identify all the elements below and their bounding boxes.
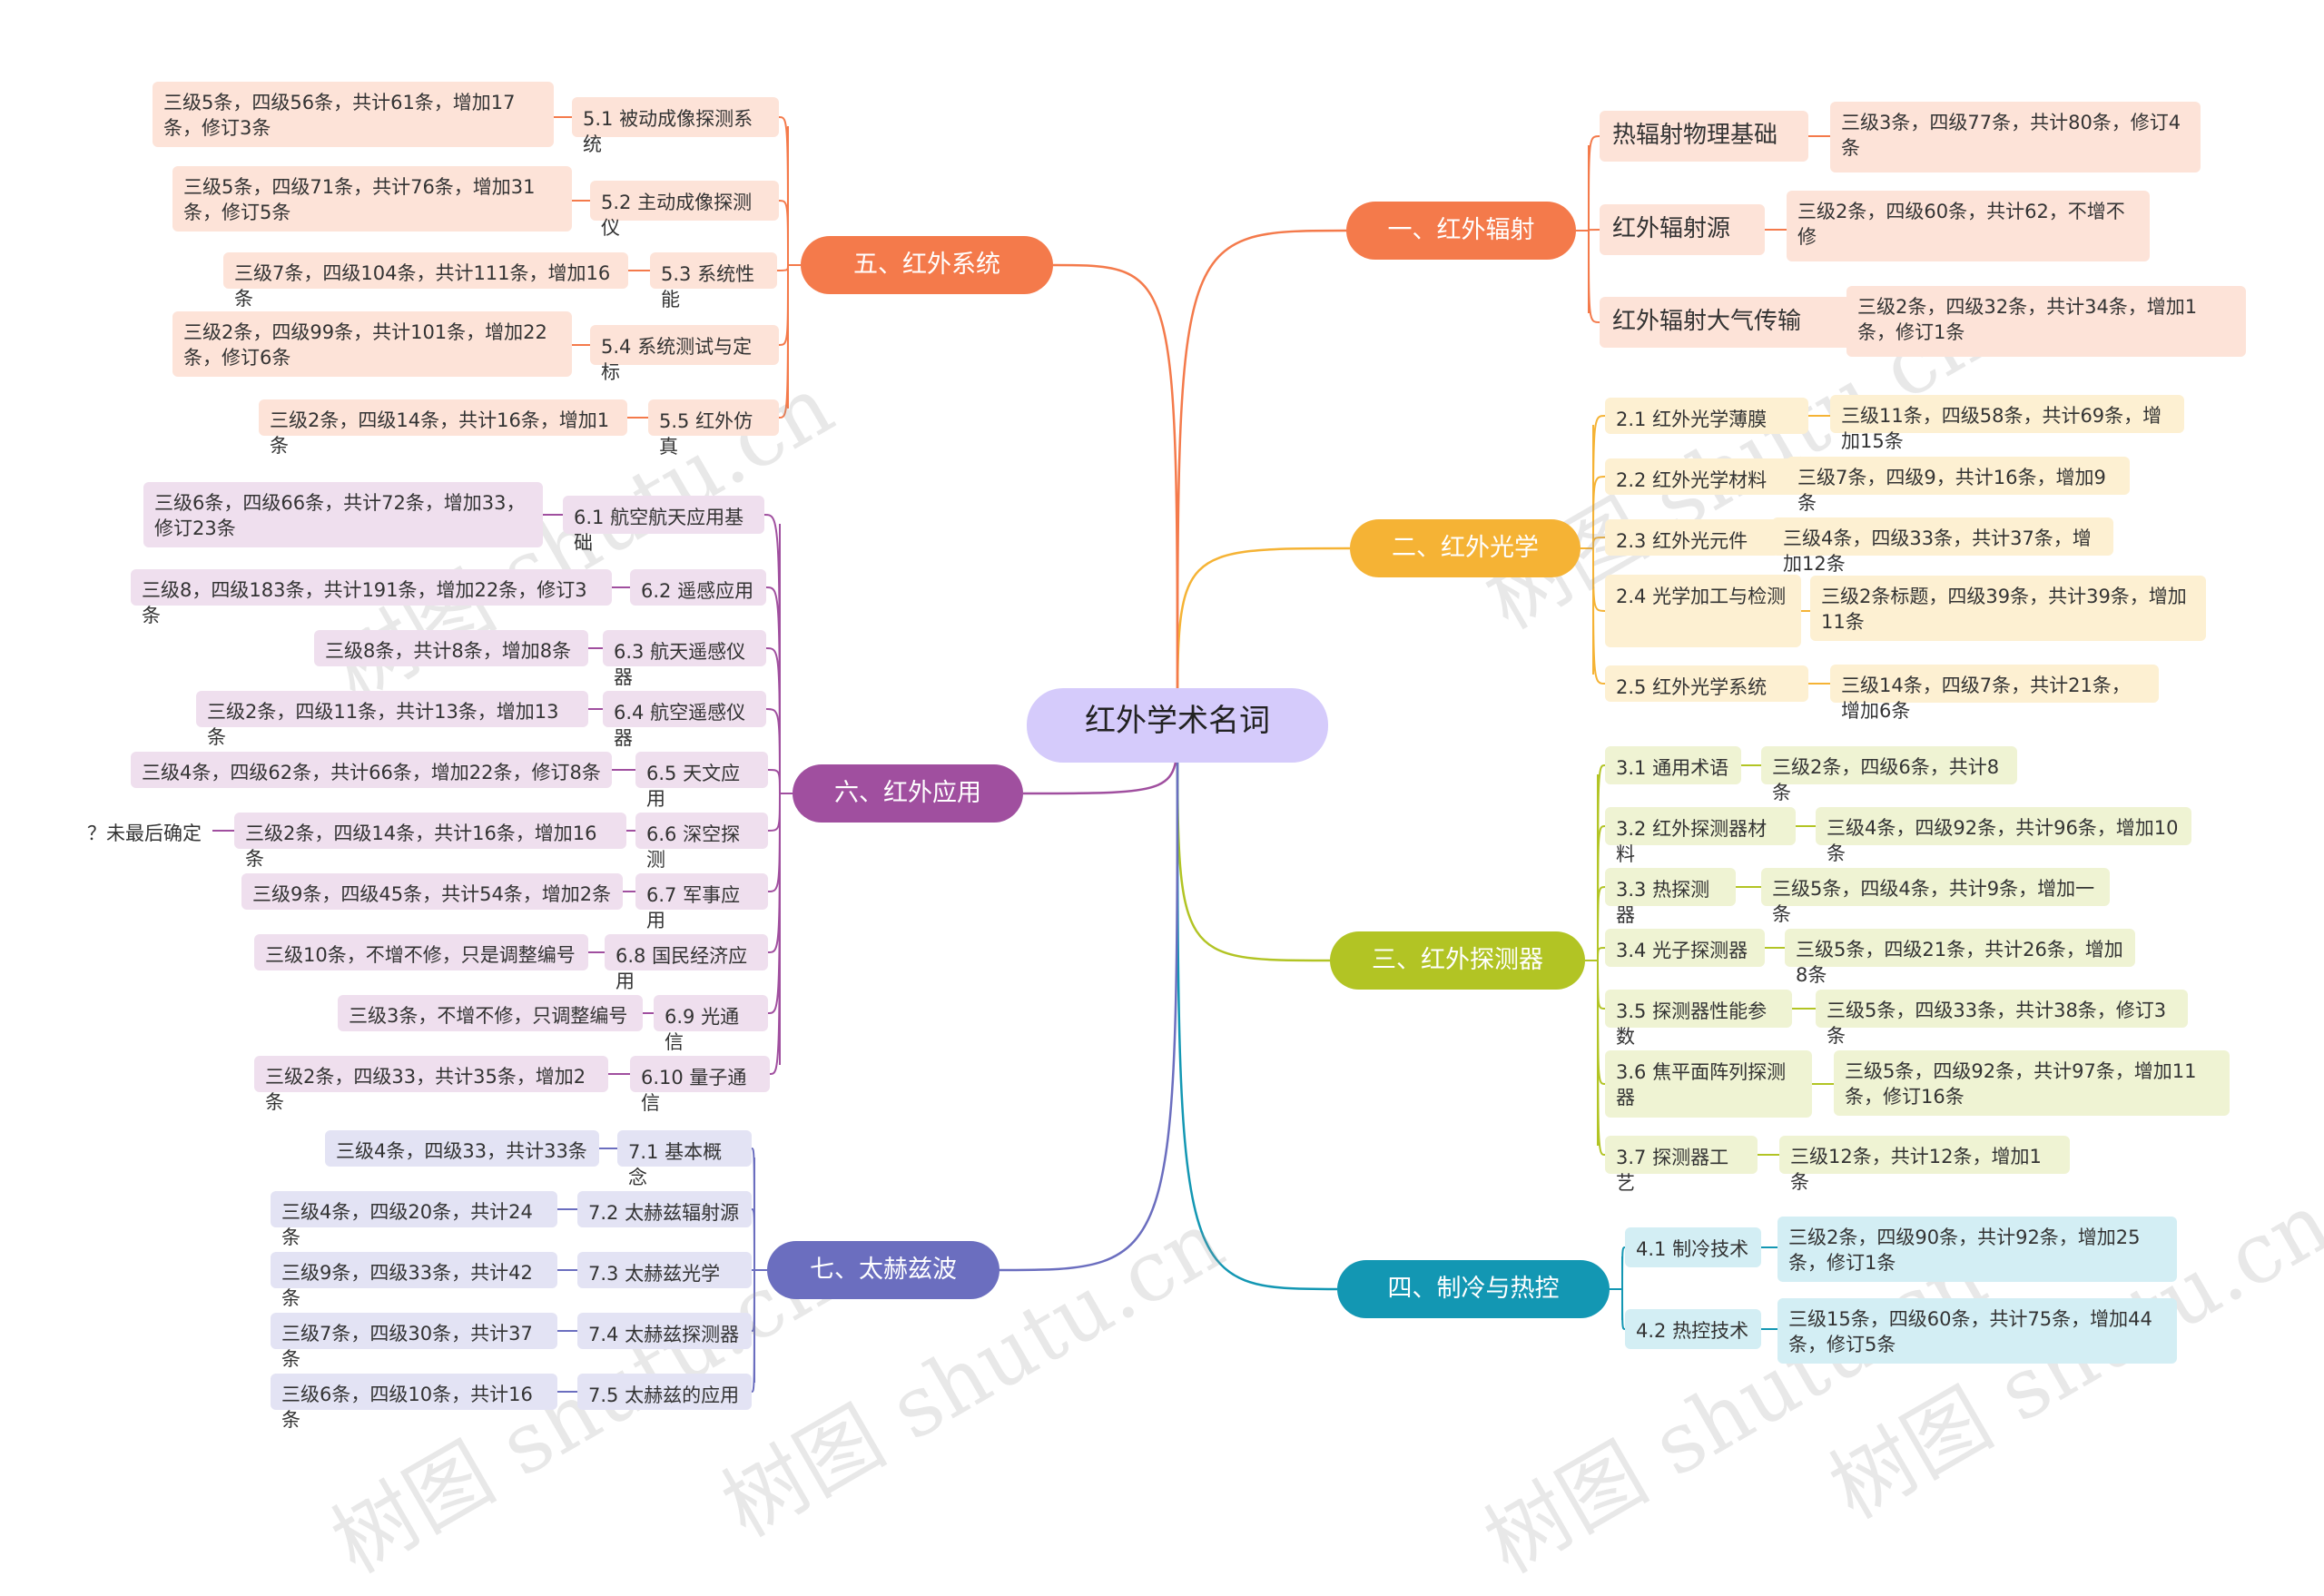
subtopic[interactable]: 2.4 光学加工与检测 bbox=[1605, 575, 1801, 647]
branch-topic-4[interactable]: 四、制冷与热控 bbox=[1337, 1260, 1610, 1318]
branch-topic-3[interactable]: 三、红外探测器 bbox=[1330, 931, 1585, 990]
subtopic[interactable]: 5.3 系统性能 bbox=[650, 252, 777, 310]
subtopic[interactable]: 7.1 基本概念 bbox=[617, 1130, 752, 1188]
subtopic[interactable]: 3.2 红外探测器材料 bbox=[1605, 807, 1796, 865]
branch-topic-2[interactable]: 二、红外光学 bbox=[1350, 519, 1581, 577]
detail-note[interactable]: 三级5条，四级71条，共计76条，增加31条，修订5条 bbox=[172, 166, 572, 232]
detail-note[interactable]: 三级5条，四级92条，共计97条，增加11条，修订16条 bbox=[1834, 1050, 2230, 1116]
detail-note[interactable]: 三级9条，四级33条，共计42条 bbox=[271, 1252, 557, 1309]
detail-note[interactable]: 三级5条，四级21条，共计26条，增加8条 bbox=[1785, 929, 2135, 986]
subtopic[interactable]: 6.2 遥感应用 bbox=[630, 569, 766, 606]
subtopic[interactable]: 5.4 系统测试与定标 bbox=[590, 325, 779, 383]
subtopic[interactable]: 6.10 量子通信 bbox=[630, 1056, 770, 1114]
detail-note[interactable]: 三级5条，四级33条，共计38条，修订3条 bbox=[1816, 990, 2188, 1047]
subtopic[interactable]: 5.2 主动成像探测仪 bbox=[590, 181, 779, 239]
subtopic[interactable]: 2.5 红外光学系统 bbox=[1605, 665, 1808, 702]
detail-note[interactable]: 三级8，四级183条，共计191条，增加22条，修订3条 bbox=[131, 569, 612, 626]
subtopic[interactable]: 4.1 制冷技术 bbox=[1625, 1227, 1761, 1267]
subtopic[interactable]: 3.1 通用术语 bbox=[1605, 746, 1741, 784]
root-topic[interactable]: 红外学术名词 bbox=[1027, 688, 1328, 763]
detail-note[interactable]: 三级2条，四级90条，共计92条，增加25条，修订1条 bbox=[1777, 1217, 2177, 1282]
detail-note[interactable]: 三级3条，不增不修，只调整编号 bbox=[338, 995, 643, 1031]
subtopic[interactable]: 7.5 太赫兹的应用 bbox=[577, 1374, 752, 1410]
subtopic[interactable]: 2.3 红外光元件 bbox=[1605, 519, 1779, 556]
detail-note[interactable]: 三级2条，四级32条，共计34条，增加1条，修订1条 bbox=[1846, 286, 2246, 357]
detail-note[interactable]: 三级7条，四级9，共计16条，增加9条 bbox=[1787, 457, 2130, 514]
detail-note[interactable]: 三级2条，四级60条，共计62，不增不修 bbox=[1787, 191, 2150, 261]
detail-note[interactable]: 三级2条，四级11条，共计13条，增加13条 bbox=[196, 691, 588, 748]
subtopic[interactable]: 热辐射物理基础 bbox=[1600, 111, 1808, 162]
branch-topic-5[interactable]: 五、红外系统 bbox=[801, 236, 1053, 294]
subtopic[interactable]: 3.6 焦平面阵列探测器 bbox=[1605, 1050, 1812, 1118]
subtopic[interactable]: 6.8 国民经济应用 bbox=[605, 934, 768, 992]
subtopic[interactable]: 5.5 红外仿真 bbox=[648, 399, 779, 458]
detail-note[interactable]: 三级12条，共计12条，增加1条 bbox=[1779, 1136, 2070, 1193]
detail-note[interactable]: 三级4条，四级92条，共计96条，增加10条 bbox=[1816, 807, 2191, 864]
detail-note[interactable]: 三级2条，四级33，共计35条，增加2条 bbox=[254, 1056, 608, 1113]
subtopic[interactable]: 6.3 航天遥感仪器 bbox=[603, 630, 766, 688]
subtopic[interactable]: 3.3 热探测器 bbox=[1605, 868, 1736, 926]
subtopic[interactable]: 6.4 航空遥感仪器 bbox=[603, 691, 766, 749]
subtopic[interactable]: 红外辐射大气传输 bbox=[1600, 297, 1852, 348]
detail-note[interactable]: 三级2条，四级99条，共计101条，增加22条，修订6条 bbox=[172, 311, 572, 377]
subtopic[interactable]: 6.6 深空探测 bbox=[635, 813, 768, 871]
detail-note[interactable]: 三级10条，不增不修，只是调整编号 bbox=[254, 934, 588, 970]
detail-note[interactable]: 三级8条，共计8条，增加8条 bbox=[314, 630, 588, 666]
detail-note[interactable]: 三级5条，四级4条，共计9条，增加一条 bbox=[1761, 868, 2110, 925]
detail-note[interactable]: 三级2条，四级14条，共计16条，增加1条 bbox=[259, 399, 627, 457]
subtopic[interactable]: 3.7 探测器工艺 bbox=[1605, 1136, 1758, 1194]
subtopic[interactable]: 3.4 光子探测器 bbox=[1605, 929, 1765, 967]
detail-note[interactable]: 三级2条标题，四级39条，共计39条，增加11条 bbox=[1810, 576, 2206, 641]
detail-note[interactable]: 三级4条，四级33，共计33条 bbox=[325, 1130, 599, 1167]
detail-note[interactable]: 三级7条，四级30条，共计37条 bbox=[271, 1313, 557, 1370]
subtopic[interactable]: 6.1 航空航天应用基础 bbox=[563, 496, 764, 554]
subtopic[interactable]: 7.4 太赫兹探测器 bbox=[577, 1313, 752, 1349]
subtopic[interactable]: 7.2 太赫兹辐射源 bbox=[577, 1191, 752, 1227]
branch-topic-1[interactable]: 一、红外辐射 bbox=[1346, 202, 1576, 260]
detail-note[interactable]: 三级4条，四级20条，共计24条 bbox=[271, 1191, 557, 1248]
subtopic[interactable]: 6.5 天文应用 bbox=[635, 752, 768, 810]
subtopic[interactable]: 5.1 被动成像探测系统 bbox=[572, 97, 779, 155]
subtopic[interactable]: 2.2 红外光学材料 bbox=[1605, 458, 1808, 495]
mind-map: 树图 shutu.cn 树图 shutu.cn 树图 shutu.cn 树图 s… bbox=[76, 82, 2324, 1592]
pending-note[interactable]: ？未最后确定 bbox=[76, 813, 212, 849]
subtopic[interactable]: 4.2 热控技术 bbox=[1625, 1309, 1761, 1349]
detail-note[interactable]: 三级4条，四级62条，共计66条，增加22条，修订8条 bbox=[131, 752, 612, 788]
detail-note[interactable]: 三级4条，四级33条，共计37条，增加12条 bbox=[1772, 517, 2113, 575]
subtopic[interactable]: 红外辐射源 bbox=[1600, 204, 1765, 255]
detail-note[interactable]: 三级2条，四级6条，共计8条 bbox=[1761, 746, 2017, 803]
branch-topic-7[interactable]: 七、太赫兹波 bbox=[767, 1241, 1000, 1299]
subtopic[interactable]: 6.9 光通信 bbox=[654, 995, 768, 1053]
connector-lines bbox=[212, 116, 1852, 1393]
detail-note[interactable]: 三级11条，四级58条，共计69条，增加15条 bbox=[1830, 395, 2184, 452]
detail-note[interactable]: 三级15条，四级60条，共计75条，增加44条，修订5条 bbox=[1777, 1298, 2177, 1364]
detail-note[interactable]: 三级14条，四级7条，共计21条，增加6条 bbox=[1830, 665, 2159, 722]
detail-note[interactable]: 三级5条，四级56条，共计61条，增加17条，修订3条 bbox=[153, 82, 554, 147]
subtopic[interactable]: 6.7 军事应用 bbox=[635, 873, 768, 931]
detail-note[interactable]: 三级2条，四级14条，共计16条，增加16条 bbox=[234, 813, 626, 870]
branch-topic-6[interactable]: 六、红外应用 bbox=[793, 764, 1023, 823]
subtopic[interactable]: 3.5 探测器性能参数 bbox=[1605, 990, 1792, 1048]
detail-note[interactable]: 三级6条，四级10条，共计16条 bbox=[271, 1374, 557, 1431]
subtopic[interactable]: 7.3 太赫兹光学 bbox=[577, 1252, 752, 1288]
detail-note[interactable]: 三级7条，四级104条，共计111条，增加16条 bbox=[223, 252, 628, 310]
detail-note[interactable]: 三级3条，四级77条，共计80条，修订4条 bbox=[1830, 102, 2201, 172]
detail-note[interactable]: 三级6条，四级66条，共计72条，增加33，修订23条 bbox=[143, 482, 543, 547]
detail-note[interactable]: 三级9条，四级45条，共计54条，增加2条 bbox=[241, 873, 623, 910]
subtopic[interactable]: 2.1 红外光学薄膜 bbox=[1605, 398, 1808, 434]
